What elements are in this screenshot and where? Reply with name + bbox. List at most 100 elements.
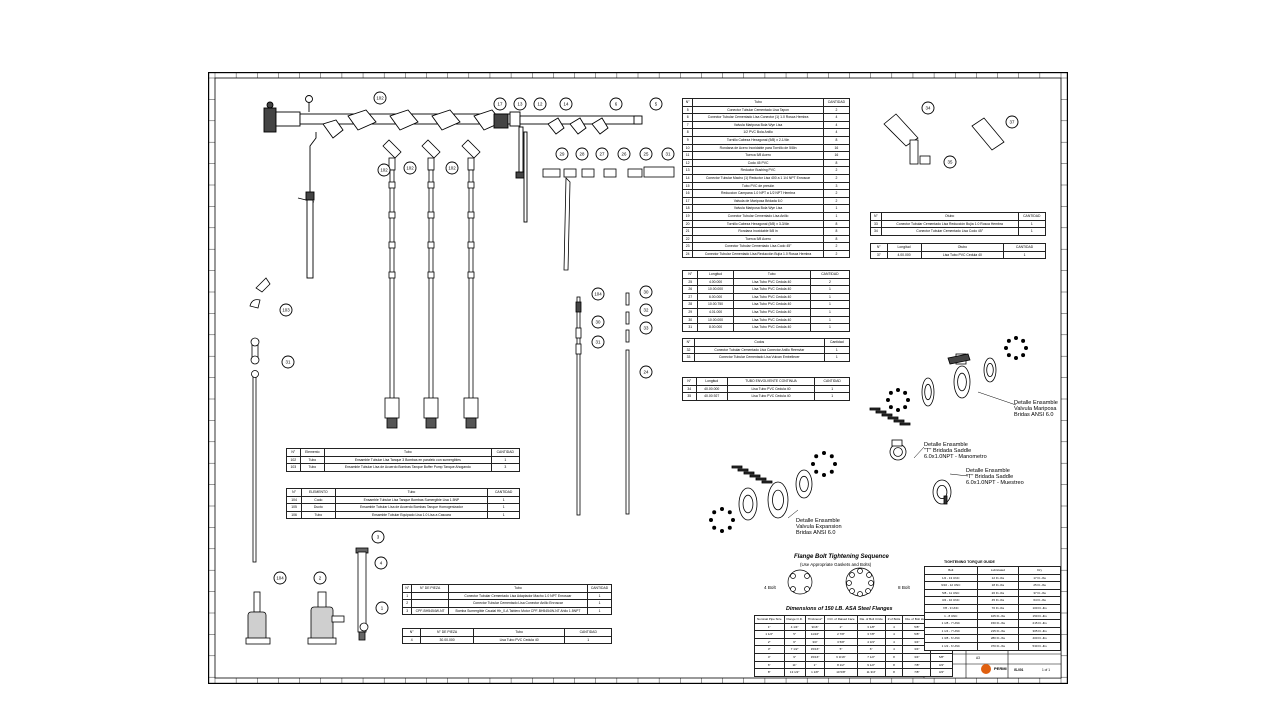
table-cell: 22 xyxy=(681,234,694,244)
table-cell: 1 - 8 UNC xyxy=(924,611,978,621)
table-cell: 30 xyxy=(681,315,699,325)
table-cell: 5" xyxy=(783,630,806,639)
callout-balloon: 31 xyxy=(281,355,295,369)
callout-number: 37 xyxy=(1010,120,1015,125)
table-cell: 40.00.000 xyxy=(695,384,728,394)
table-cell: 12 Ft.-lbs xyxy=(976,573,1020,583)
fittings-right xyxy=(883,113,1005,165)
table-cell: 19 xyxy=(681,211,694,221)
table-header-cell: N° xyxy=(682,377,697,386)
table-header-cell: Codos xyxy=(694,338,825,347)
table-cell: 1 1/2 - 6 UNC xyxy=(924,641,978,651)
table-cell: 6 3/16" xyxy=(824,652,858,662)
table-header-cell: N° xyxy=(401,628,422,637)
table-cell: 1 xyxy=(587,599,612,608)
table-header-cell: Elemento xyxy=(299,448,326,457)
table-cell: Valvula Mariposa Bola Wye Lisa xyxy=(692,120,824,130)
table-cell: 4 xyxy=(822,113,851,122)
table-cell: 4 xyxy=(884,630,904,639)
table-header-cell: Tubo xyxy=(732,270,811,279)
table-cell: 4 3/4" xyxy=(856,637,886,647)
callout-number: 102 xyxy=(376,96,384,101)
callout-number: 24 xyxy=(644,370,649,375)
callout-number: 35 xyxy=(948,160,953,165)
title-company: PERMI xyxy=(994,666,1007,671)
table-header-cell: Lubricated xyxy=(976,566,1020,575)
table-cell: Lisa Tubo PVC Cedula 40 xyxy=(472,635,566,645)
table-cell: 6" xyxy=(856,645,886,654)
table-cell: 3/4" xyxy=(930,668,953,677)
table-cell: 1/2 - 13 UNC xyxy=(924,573,978,583)
table-cell: 4 xyxy=(884,637,904,647)
table-cell: 1 xyxy=(822,211,851,221)
table-cell: 15/16" xyxy=(804,645,826,654)
table-header-cell: Tubo xyxy=(472,628,566,637)
callout-number: 104 xyxy=(276,576,284,581)
table-cell: 32 xyxy=(681,345,696,355)
table-cell xyxy=(411,591,449,601)
table-cell: 10 5/8" xyxy=(824,668,858,677)
table-header-cell: N° xyxy=(681,338,696,347)
table-cell: 6.00.000 xyxy=(697,292,734,302)
table-cell: 1 xyxy=(487,495,520,505)
table-cell: Ensamble Tubular Lisa de Acuerdo Bombas … xyxy=(334,503,489,512)
flange-sequence-subtitle: (Use Appropriate Gaskets and Bolts) xyxy=(800,562,872,567)
callout-balloon: 104 xyxy=(591,287,605,301)
bolt-sequence xyxy=(787,567,875,597)
table-cell: Ducto xyxy=(301,503,336,512)
table-cell: 106 xyxy=(285,510,303,520)
table-cell: 4 xyxy=(822,120,851,130)
table-cell: 4 xyxy=(401,635,422,645)
table-cell: Ensamble Tubular Lisa de Acuerdo Bombas … xyxy=(324,463,492,472)
table-cell: 2 7/8" xyxy=(824,630,858,639)
table-cell: 33 xyxy=(870,219,882,229)
table-header-cell: Longitud xyxy=(697,270,734,279)
table-header-cell: ELEMENTO xyxy=(301,488,336,497)
callout-balloon: 6 xyxy=(609,97,623,111)
table-cell: 8 xyxy=(822,234,851,244)
callout-number: 5 xyxy=(655,102,658,107)
table-cell: Reduccion Campana 1.0 NPT a 1/2 NPT Hemb… xyxy=(692,189,824,198)
table-cell: 3 xyxy=(401,606,413,616)
table-cell: 5/8" xyxy=(930,652,953,662)
table-header-cell: N° xyxy=(401,584,413,593)
table-cell: 2 xyxy=(822,166,851,175)
table-cell: Conector Tubular Cementado Lisa Conector… xyxy=(694,345,825,355)
table-header-cell: Dia. of Bolt Circle xyxy=(856,615,886,624)
table-cell: 215 Ft.-lbs xyxy=(1018,619,1061,628)
table-cell: Conector Tubular Cementado Lisa Anillo xyxy=(692,211,824,221)
table-cell: Conector Tubular Cementado Lisa Conector… xyxy=(447,599,589,608)
table-header-cell: # of Bolts xyxy=(884,615,904,624)
callout-number: 34 xyxy=(926,106,931,111)
table-header-cell: Tubo xyxy=(447,584,589,593)
table-cell: 1 xyxy=(809,285,851,294)
table-header-cell: Thickness* xyxy=(804,615,826,624)
table-cell: 17 Ft.-lbs xyxy=(1018,573,1061,583)
title-size: A3 xyxy=(976,656,980,660)
table-cell: Codo 45 PVC xyxy=(692,158,824,168)
table-cell: 10.00.000 xyxy=(697,315,734,325)
callout-number: 12 xyxy=(538,102,543,107)
callout-balloon: 3 xyxy=(371,530,385,544)
table-cell xyxy=(411,599,449,608)
table-header-cell: Flange O.D. xyxy=(783,615,806,624)
table-header-cell: Nominal Pipe Size xyxy=(754,615,785,624)
